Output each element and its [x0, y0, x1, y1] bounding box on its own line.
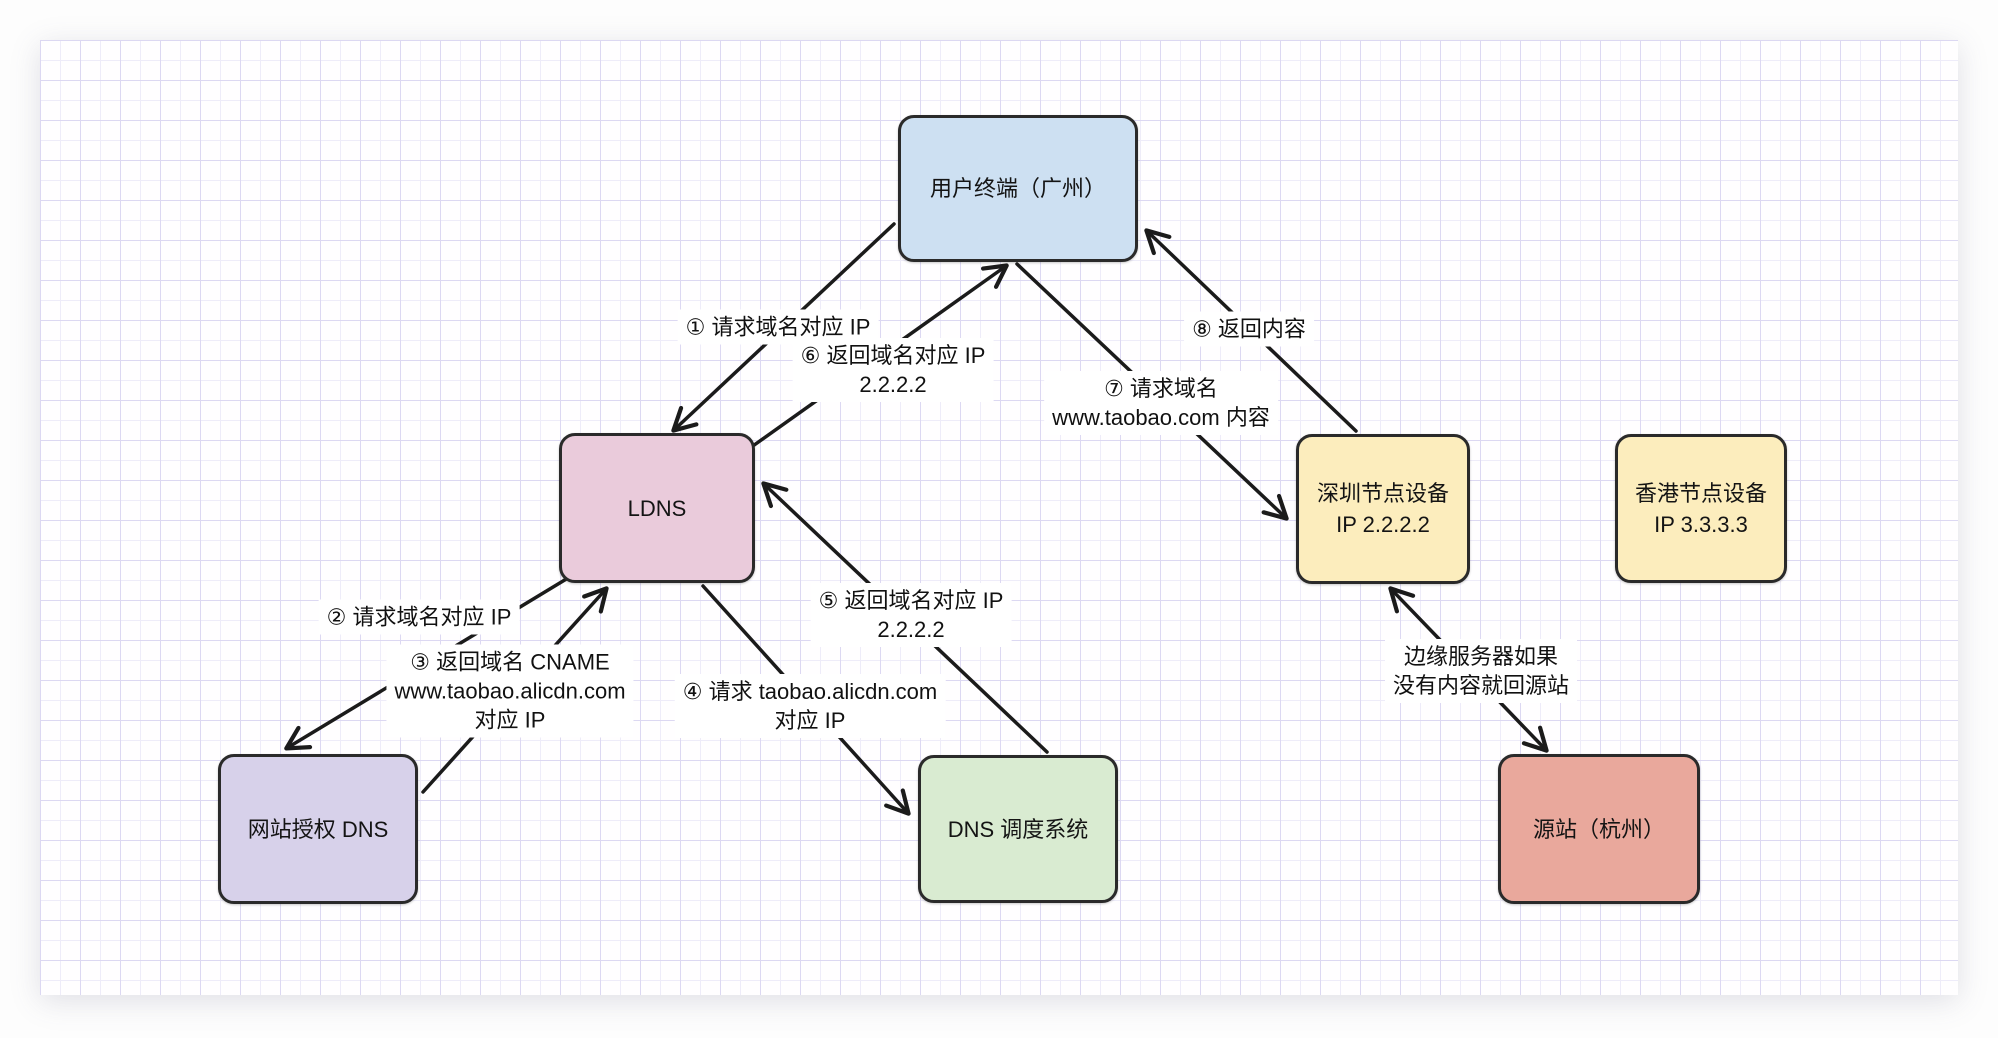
node-dns-scheduler: DNS 调度系统: [918, 755, 1118, 903]
node-dns-scheduler-label: DNS 调度系统: [947, 816, 1089, 842]
label-step2: ② 请求域名对应 IP: [318, 599, 520, 635]
node-shenzhen-label: 深圳节点设备 IP 2.2.2.2: [1316, 481, 1449, 537]
label-back-to-origin: 边缘服务器如果 没有内容就回源站: [1384, 639, 1578, 703]
node-auth-dns-label: 网站授权 DNS: [247, 816, 389, 842]
label-step6: ⑥ 返回域名对应 IP 2.2.2.2: [792, 338, 994, 402]
label-step5: ⑤ 返回域名对应 IP 2.2.2.2: [810, 583, 1012, 647]
grid-canvas: 用户终端（广州） LDNS 网站授权 DNS DNS 调度系统 深圳节点设备 I…: [40, 40, 1958, 995]
node-origin-site-label: 源站（杭州）: [1532, 816, 1665, 842]
node-ldns-label: LDNS: [627, 495, 687, 521]
node-shenzhen: 深圳节点设备 IP 2.2.2.2: [1296, 434, 1470, 584]
node-auth-dns: 网站授权 DNS: [218, 754, 418, 904]
label-step7: ⑦ 请求域名 www.taobao.com 内容: [1044, 371, 1278, 435]
node-user-terminal-label: 用户终端（广州）: [929, 176, 1106, 201]
label-step8: ⑧ 返回内容: [1184, 311, 1314, 347]
label-step4: ④ 请求 taobao.alicdn.com 对应 IP: [674, 674, 946, 738]
node-user-terminal: 用户终端（广州）: [898, 115, 1138, 262]
node-hongkong: 香港节点设备 IP 3.3.3.3: [1615, 434, 1787, 583]
label-step3: ③ 返回域名 CNAME www.taobao.alicdn.com 对应 IP: [386, 644, 634, 738]
node-ldns: LDNS: [559, 433, 755, 583]
node-hongkong-label: 香港节点设备 IP 3.3.3.3: [1634, 480, 1767, 537]
node-origin-site: 源站（杭州）: [1498, 754, 1700, 904]
